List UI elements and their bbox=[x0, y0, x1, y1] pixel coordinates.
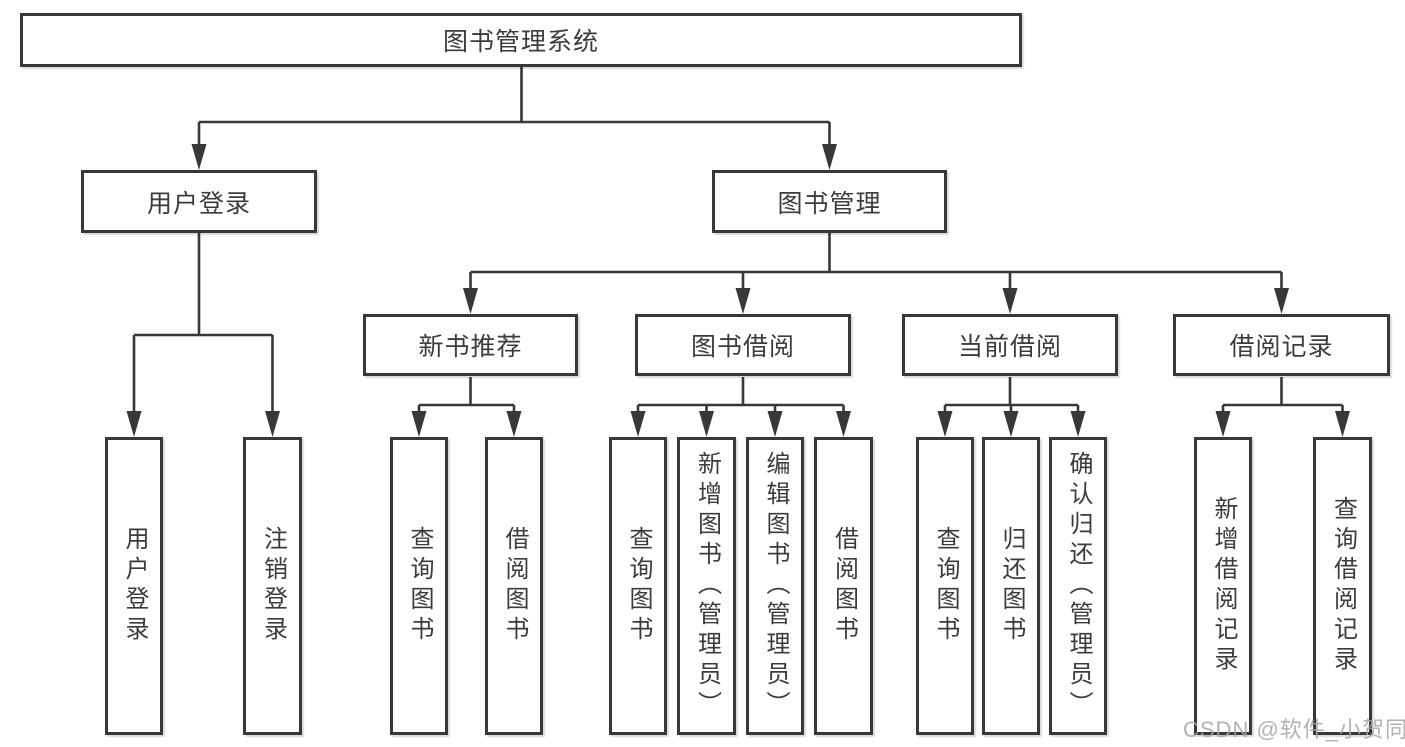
leaf-label: 查询图书 bbox=[406, 526, 433, 646]
leaf-label: 用户登录 bbox=[121, 526, 148, 646]
arrow-down-icon bbox=[1274, 288, 1289, 314]
leaf-label: 查询借阅记录 bbox=[1329, 496, 1357, 676]
leaf-query-books-recommend: 查询图书 bbox=[390, 437, 448, 735]
csdn-watermark: CSDN @软件_小贺同学 bbox=[1183, 717, 1405, 742]
leaf-label: 新增借阅记录 bbox=[1210, 496, 1237, 676]
leaf-logout: 注销登录 bbox=[243, 437, 302, 735]
node-book-management: 图书管理 bbox=[712, 170, 947, 233]
node-book-borrowing-label: 图书借阅 bbox=[690, 333, 795, 361]
node-current-borrowing: 当前借阅 bbox=[902, 314, 1118, 376]
leaf-label: 确认归还（管理员） bbox=[1065, 451, 1092, 721]
arrow-down-icon bbox=[191, 144, 207, 170]
leaf-label: 借阅图书 bbox=[501, 526, 528, 646]
arrow-down-icon bbox=[1215, 411, 1231, 437]
arrow-down-icon bbox=[411, 411, 427, 437]
node-root-label: 图书管理系统 bbox=[442, 28, 599, 56]
leaf-add-borrow-record: 新增借阅记录 bbox=[1194, 437, 1252, 735]
arrow-down-icon bbox=[265, 411, 280, 437]
leaf-user-login: 用户登录 bbox=[105, 437, 163, 735]
leaf-borrow-books-borrowing: 借阅图书 bbox=[814, 437, 873, 735]
node-user-login-label: 用户登录 bbox=[146, 189, 251, 218]
arrow-down-icon bbox=[836, 411, 851, 437]
arrow-down-icon bbox=[126, 411, 142, 437]
leaf-confirm-return-admin: 确认归还（管理员） bbox=[1049, 437, 1107, 735]
leaf-label: 编辑图书（管理员） bbox=[762, 451, 789, 721]
arrow-down-icon bbox=[735, 288, 751, 314]
arrow-down-icon bbox=[1003, 411, 1019, 437]
leaf-add-books-admin: 新增图书（管理员） bbox=[677, 437, 736, 735]
leaf-label: 查询图书 bbox=[932, 526, 959, 646]
node-borrowing-records-label: 借阅记录 bbox=[1229, 333, 1334, 361]
leaf-return-books: 归还图书 bbox=[982, 437, 1040, 735]
leaf-query-books-borrowing: 查询图书 bbox=[609, 437, 667, 735]
arrow-down-icon bbox=[937, 411, 953, 437]
arrow-down-icon bbox=[767, 411, 783, 437]
leaf-query-borrow-record: 查询借阅记录 bbox=[1313, 437, 1372, 735]
leaf-label: 借阅图书 bbox=[830, 526, 858, 646]
node-book-borrowing: 图书借阅 bbox=[635, 314, 851, 376]
arrow-down-icon bbox=[463, 288, 478, 314]
leaf-borrow-books-recommend: 借阅图书 bbox=[485, 437, 543, 735]
node-new-book-recommend-label: 新书推荐 bbox=[418, 333, 523, 361]
leaf-label: 新增图书（管理员） bbox=[693, 451, 721, 721]
leaf-label: 查询图书 bbox=[625, 526, 652, 646]
arrow-down-icon bbox=[1335, 411, 1350, 437]
leaf-label: 归还图书 bbox=[998, 526, 1025, 646]
node-borrowing-records: 借阅记录 bbox=[1173, 314, 1390, 376]
node-root: 图书管理系统 bbox=[20, 13, 1022, 67]
node-user-login: 用户登录 bbox=[81, 170, 317, 233]
node-current-borrowing-label: 当前借阅 bbox=[957, 333, 1062, 361]
arrow-down-icon bbox=[699, 411, 714, 437]
arrow-down-icon bbox=[1070, 411, 1086, 437]
arrow-down-icon bbox=[630, 411, 646, 437]
leaf-edit-books-admin: 编辑图书（管理员） bbox=[746, 437, 804, 735]
node-new-book-recommend: 新书推荐 bbox=[363, 314, 578, 376]
leaf-label: 注销登录 bbox=[259, 526, 287, 646]
arrow-down-icon bbox=[822, 144, 837, 170]
arrow-down-icon bbox=[506, 411, 522, 437]
node-book-management-label: 图书管理 bbox=[777, 189, 882, 218]
leaf-query-books-current: 查询图书 bbox=[916, 437, 974, 735]
arrow-down-icon bbox=[1002, 288, 1018, 314]
